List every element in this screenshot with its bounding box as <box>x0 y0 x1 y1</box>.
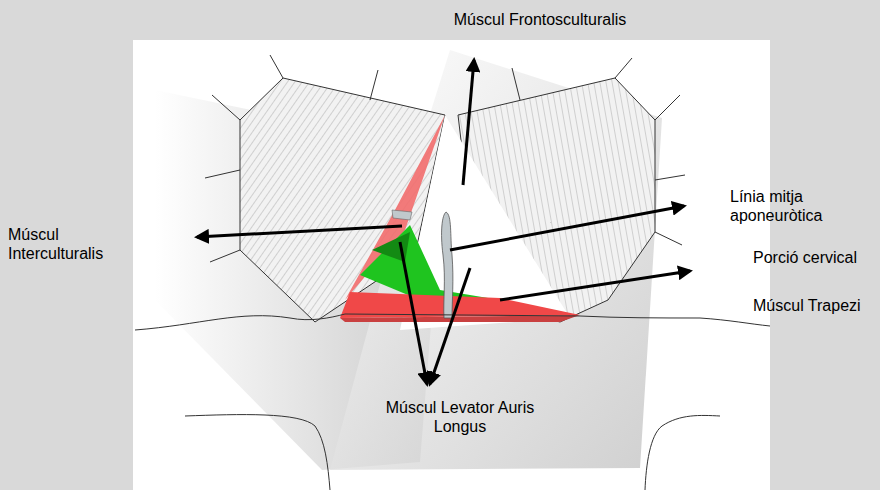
part-label: Línia mitja aponeuròtica <box>730 187 876 225</box>
leader-arrows <box>197 60 690 384</box>
muscle-label: Múscul Levator Auris Longus <box>370 398 550 436</box>
white-panel <box>133 40 770 490</box>
part-label: Porció cervical <box>753 248 873 267</box>
small-aponeurosis <box>392 210 412 220</box>
green-muscle <box>360 225 500 300</box>
muscle-label: Múscul Frontosculturalis <box>440 10 640 29</box>
body-outline-right <box>645 415 720 490</box>
midline-aponeurosis <box>442 212 453 318</box>
body-outline-left <box>185 415 330 490</box>
muscle-label: Múscul Interculturalis <box>8 225 128 263</box>
muscle-label: Múscul Trapezi <box>753 296 873 315</box>
